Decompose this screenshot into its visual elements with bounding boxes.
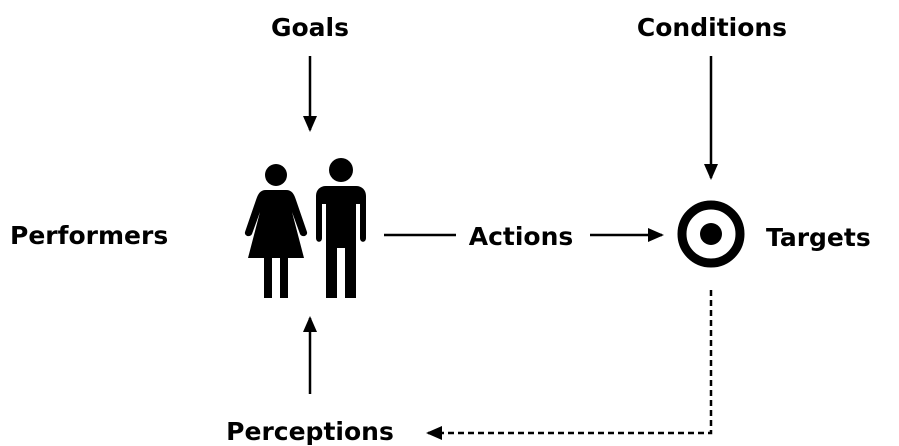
feedback-dashed-arrow — [426, 290, 713, 440]
goals-label: Goals — [271, 13, 349, 42]
actions-label: Actions — [469, 222, 574, 251]
man-figure-icon — [316, 158, 366, 298]
targets-label: Targets — [766, 223, 871, 252]
woman-figure-icon — [244, 164, 308, 298]
perceptions-label: Perceptions — [226, 417, 394, 446]
performers-label: Performers — [10, 221, 168, 250]
conditions-label: Conditions — [637, 13, 787, 42]
target-icon — [677, 200, 745, 268]
